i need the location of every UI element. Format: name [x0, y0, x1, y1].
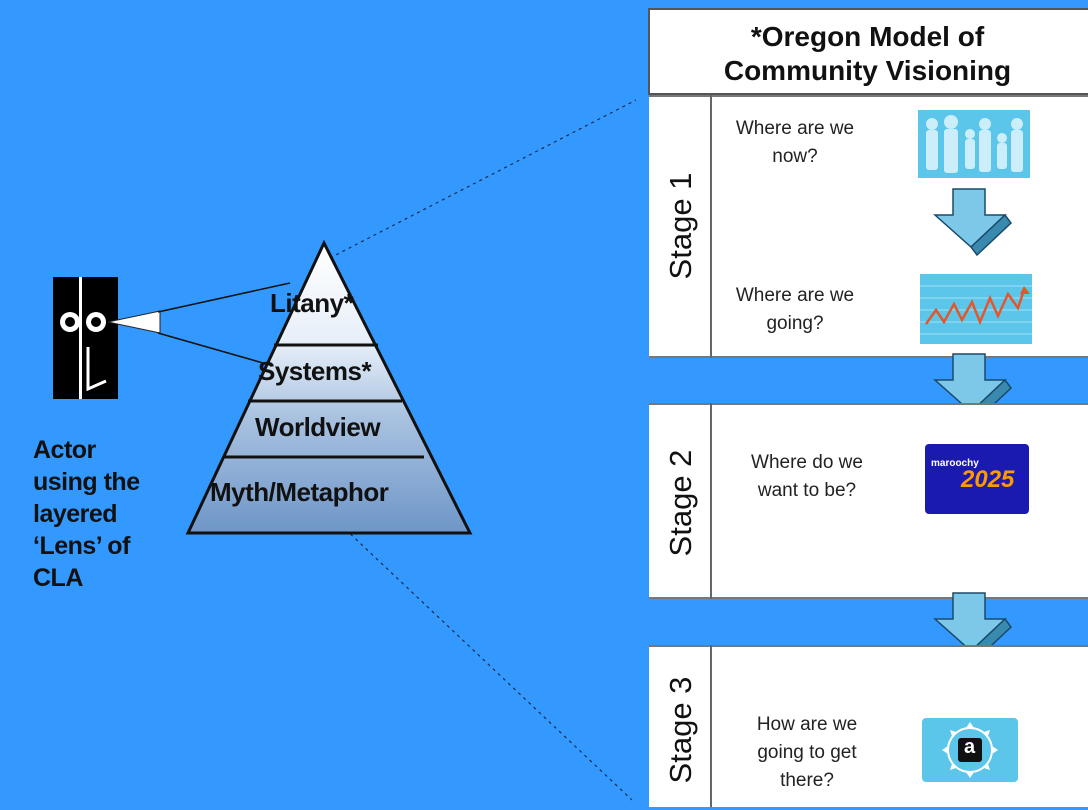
stage-3-label: Stage 3 [663, 676, 698, 784]
stage-2-label: Stage 2 [663, 449, 698, 557]
stage-2-sidebar [649, 403, 712, 599]
actor-caption: Actor using the layered ‘Lens’ of CLA [33, 436, 140, 592]
dotted-connector-top [329, 99, 637, 259]
stage-3-sidebar [649, 645, 712, 807]
pyramid-label-litany: Litany* [270, 288, 354, 318]
action-letter: a [964, 736, 976, 758]
stage-1-question-now: Where are we now? [735, 118, 855, 167]
family-silhouette-icon [918, 110, 1030, 178]
eye-lens-icon [53, 277, 161, 399]
panel-title-box [648, 8, 1088, 95]
logo-year: 2025 [961, 466, 1015, 493]
cla-pyramid [185, 239, 473, 535]
zigzag-trend-icon [920, 274, 1032, 344]
pyramid-label-systems: Systems* [258, 356, 372, 386]
down-arrow-icon [933, 188, 1013, 257]
stage-1-question-going: Where are we going? [735, 285, 855, 334]
maroochy-2025-logo: maroochy 2025 [925, 444, 1029, 514]
lens-sight-lines [157, 282, 291, 366]
stage-1-sidebar [649, 95, 712, 358]
panel-title: *Oregon Model of Community Visioning [723, 21, 1012, 86]
action-a-icon: a [922, 718, 1018, 782]
pyramid-label-myth-metaphor: Myth/Metaphor [210, 477, 389, 507]
stage-3-question: How are we going to get there? [756, 714, 858, 791]
logo-word: maroochy [931, 458, 979, 469]
pyramid-shape [185, 239, 473, 535]
stage-1-label: Stage 1 [663, 172, 698, 280]
pyramid-label-worldview: Worldview [255, 412, 381, 442]
stage-2-question: Where do we want to be? [751, 452, 863, 501]
dotted-connector-bottom [324, 509, 633, 801]
